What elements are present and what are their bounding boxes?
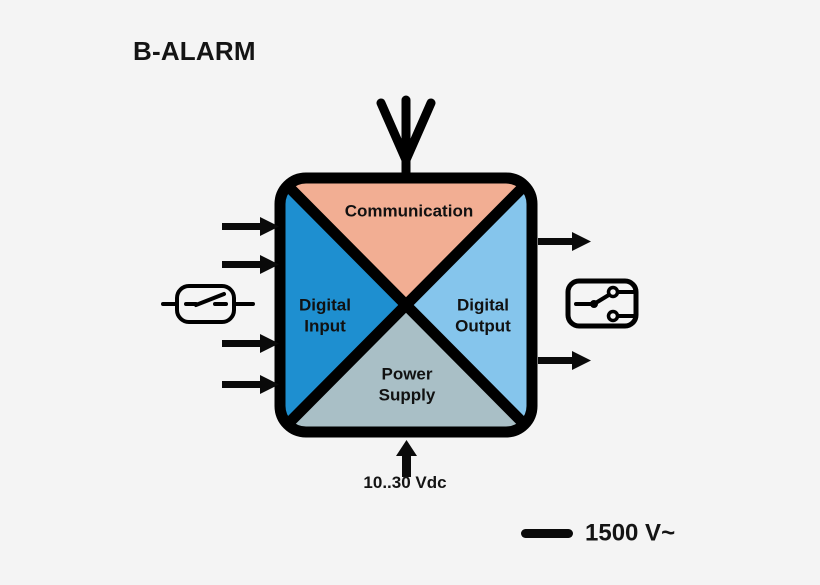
device-body: [274, 172, 538, 438]
changeover-relay-icon: [565, 278, 639, 329]
legend: 1500 V~: [521, 519, 675, 546]
diagonal-separator-nesw: [280, 178, 532, 432]
antenna-icon: [376, 95, 436, 185]
quadrant-label-digital-input-line2: Input: [304, 316, 346, 335]
quadrant-digital-input: [280, 178, 406, 432]
input-arrow-2: [222, 255, 279, 274]
quadrant-label-power-supply-line2: Supply: [379, 385, 436, 404]
device-outline: [274, 172, 538, 438]
quadrant-label-communication: Communication: [345, 201, 473, 220]
quadrant-label-digital-output-line2: Output: [455, 316, 511, 335]
output-arrow-2: [538, 351, 591, 370]
input-arrow-1: [222, 217, 279, 236]
quadrant-communication: [280, 178, 532, 305]
thick-line-swatch: [521, 529, 573, 538]
switch-contact-icon: [161, 284, 255, 324]
power-arrow-up-icon: [396, 440, 417, 477]
output-arrow-1: [538, 232, 591, 251]
page-title: B-ALARM: [133, 36, 256, 66]
quadrant-label-digital-input: Digital Input: [299, 295, 351, 335]
quadrant-label-power-supply: Power Supply: [379, 364, 436, 404]
quadrant-label-digital-output-line1: Digital: [457, 295, 509, 314]
input-arrow-4: [222, 375, 279, 394]
input-arrow-3: [222, 334, 279, 353]
quadrant-power-supply: [280, 305, 532, 432]
quadrant-digital-output: [406, 178, 532, 432]
quadrant-label-digital-input-line1: Digital: [299, 295, 351, 314]
quadrant-label-power-supply-line1: Power: [381, 364, 432, 383]
quadrant-label-digital-output: Digital Output: [455, 295, 511, 335]
legend-item-label: 1500 V~: [585, 519, 675, 546]
power-supply-voltage-label: 10..30 Vdc: [363, 473, 446, 492]
